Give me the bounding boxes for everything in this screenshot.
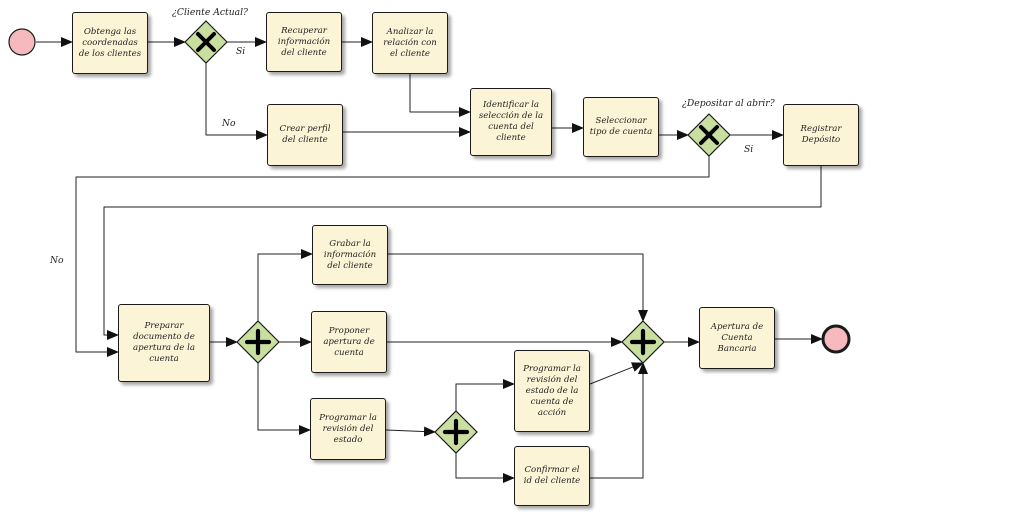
plus-icon	[442, 418, 470, 446]
parallel-gateway	[236, 320, 280, 364]
sequence-flow	[455, 379, 515, 411]
flow-label-deposit-yes: Si	[744, 144, 754, 155]
task-label: Crear perfil del cliente	[279, 124, 331, 145]
start-event	[8, 28, 36, 56]
task-label: Programar la revisión del estado	[319, 412, 377, 445]
task-label: Seleccionar tipo de cuenta	[589, 116, 653, 137]
task-t8: Preparar documento de apertura de la cue…	[118, 304, 210, 382]
sequence-flow	[385, 426, 436, 437]
task-t1: Obtenga las coordenadas de los clientes	[72, 12, 148, 74]
task-label: Programar la revisión del estado de la c…	[523, 363, 581, 418]
gateway-deposit-question: ¿Depositar al abrir?	[682, 98, 775, 109]
sequence-flow	[75, 156, 710, 357]
task-label: Analizar la relación con el cliente	[383, 26, 437, 59]
task-label: Preparar documento de apertura de la cue…	[133, 321, 195, 364]
parallel-gateway	[621, 320, 665, 364]
plus-icon	[629, 328, 657, 356]
task-t4: Crear perfil del cliente	[267, 104, 343, 166]
task-t13: Confirmar el id del cliente	[514, 446, 590, 506]
task-t11: Programar la revisión del estado	[310, 398, 386, 460]
sequence-flow	[103, 166, 822, 340]
x-icon	[699, 125, 719, 145]
exclusive-gateway	[687, 113, 731, 157]
task-t12: Programar la revisión del estado de la c…	[514, 350, 590, 432]
task-label: Proponer apertura de cuenta	[323, 325, 375, 358]
sequence-flow	[205, 63, 268, 140]
task-t3: Analizar la relación con el cliente	[372, 12, 448, 74]
task-t14: Apertura de Cuenta Bancaria	[699, 307, 775, 369]
x-icon	[196, 32, 216, 52]
task-t2: Recuperar información del cliente	[266, 12, 342, 72]
task-t9: Grabar la información del cliente	[312, 225, 388, 285]
sequence-flow	[589, 362, 644, 385]
sequence-flow	[409, 74, 471, 117]
flow-label-client-yes: Si	[236, 46, 246, 57]
sequence-flow	[388, 253, 648, 322]
task-label: Registrar Depósito	[800, 124, 842, 145]
task-label: Obtenga las coordenadas de los clientes	[78, 26, 142, 59]
task-t7: Registrar Depósito	[783, 104, 859, 166]
sequence-flow	[257, 363, 311, 435]
plus-icon	[244, 328, 272, 356]
sequence-flow	[455, 453, 515, 483]
task-label: Confirmar el id del cliente	[523, 465, 581, 486]
end-event	[821, 324, 851, 354]
task-label: Recuperar información del cliente	[277, 25, 331, 58]
flow-label-client-no: No	[222, 118, 236, 129]
parallel-gateway	[434, 410, 478, 454]
task-t10: Proponer apertura de cuenta	[311, 311, 387, 373]
sequence-flow	[257, 249, 313, 321]
task-t6: Seleccionar tipo de cuenta	[583, 97, 659, 157]
gateway-client-question: ¿Cliente Actual?	[172, 7, 248, 18]
task-t5: Identificar la selección de la cuenta de…	[470, 88, 552, 156]
flow-label-deposit-no: No	[50, 255, 64, 266]
task-label: Identificar la selección de la cuenta de…	[478, 100, 544, 143]
task-label: Apertura de Cuenta Bancaria	[710, 321, 764, 354]
exclusive-gateway	[184, 20, 228, 64]
sequence-flow	[590, 362, 648, 479]
task-label: Grabar la información del cliente	[323, 238, 377, 271]
